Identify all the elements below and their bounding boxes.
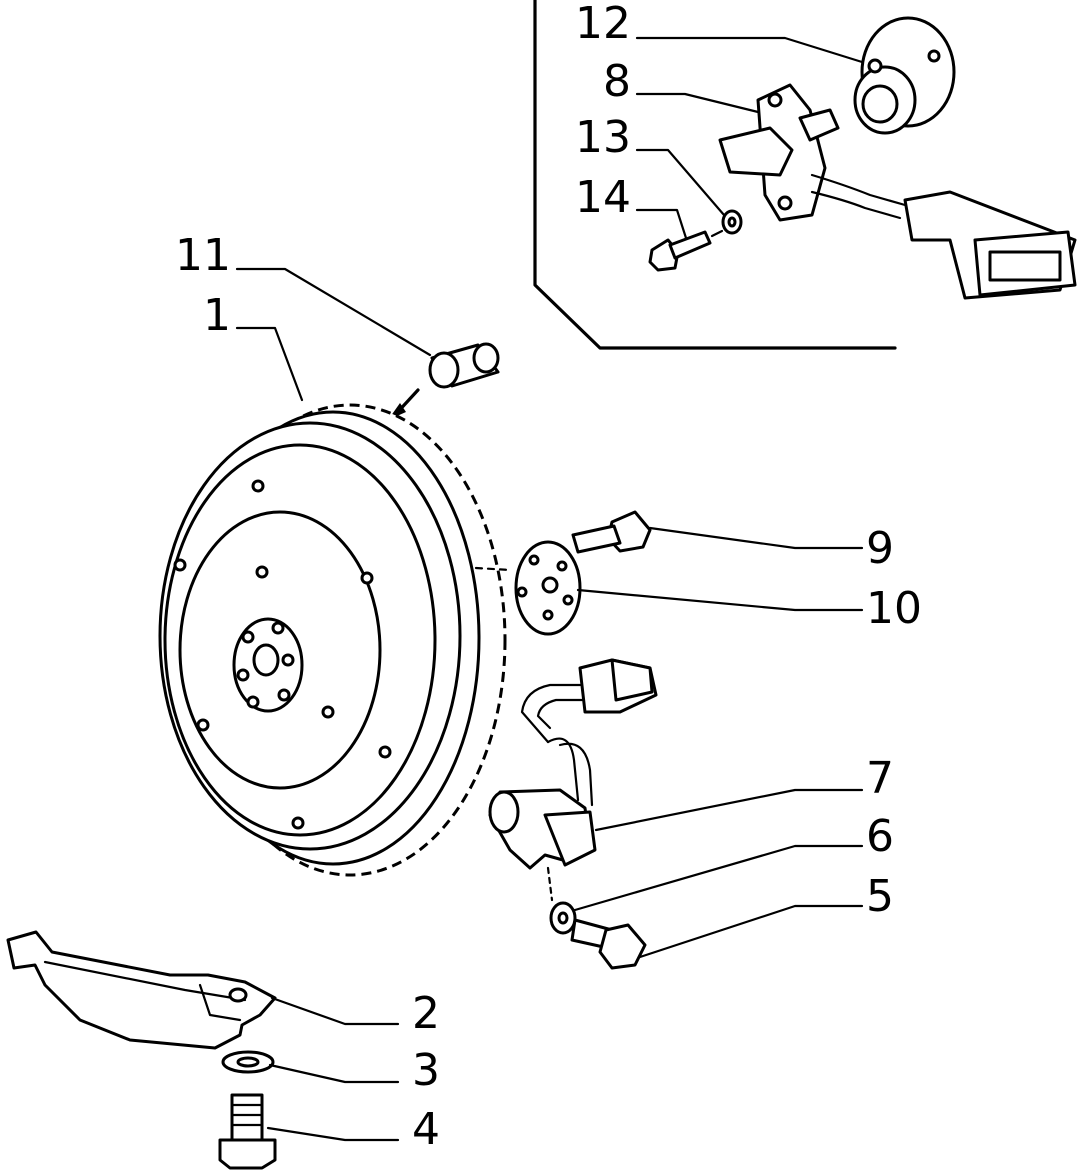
part-1-flywheel	[158, 403, 507, 877]
callout-7: 7	[866, 753, 894, 804]
part-6-washer	[546, 866, 577, 935]
part-11-bushing	[388, 342, 500, 420]
callout-10: 10	[866, 583, 922, 634]
part-5-bolt	[570, 918, 647, 970]
part-9-bolt	[571, 510, 652, 554]
callout-13: 13	[575, 112, 631, 163]
part-8-sensor	[718, 83, 1077, 300]
callout-11: 11	[175, 230, 231, 281]
callout-12: 12	[575, 0, 631, 49]
callout-1: 1	[203, 290, 231, 341]
part-4-stud	[218, 1093, 277, 1170]
callout-4: 4	[412, 1104, 440, 1155]
part-13-washer	[721, 209, 743, 235]
leader-lines	[235, 36, 864, 1142]
callout-14: 14	[575, 172, 631, 223]
callout-5: 5	[866, 871, 894, 922]
callout-3: 3	[412, 1045, 440, 1096]
part-12-sleeve	[853, 16, 956, 135]
inset-frame	[533, 0, 897, 350]
part-2-bracket	[6, 930, 277, 1050]
part-10-plate	[474, 540, 582, 636]
part-3-washer	[221, 1050, 275, 1074]
callout-2: 2	[412, 988, 440, 1039]
part-14-bolt	[648, 229, 724, 272]
part-7-sensor	[488, 658, 658, 870]
callout-8: 8	[603, 56, 631, 107]
callout-labels: 11 1 12 8 13 14 9 10 7 6 5 2 3 4	[175, 0, 922, 1155]
callout-6: 6	[866, 811, 894, 862]
callout-9: 9	[866, 523, 894, 574]
